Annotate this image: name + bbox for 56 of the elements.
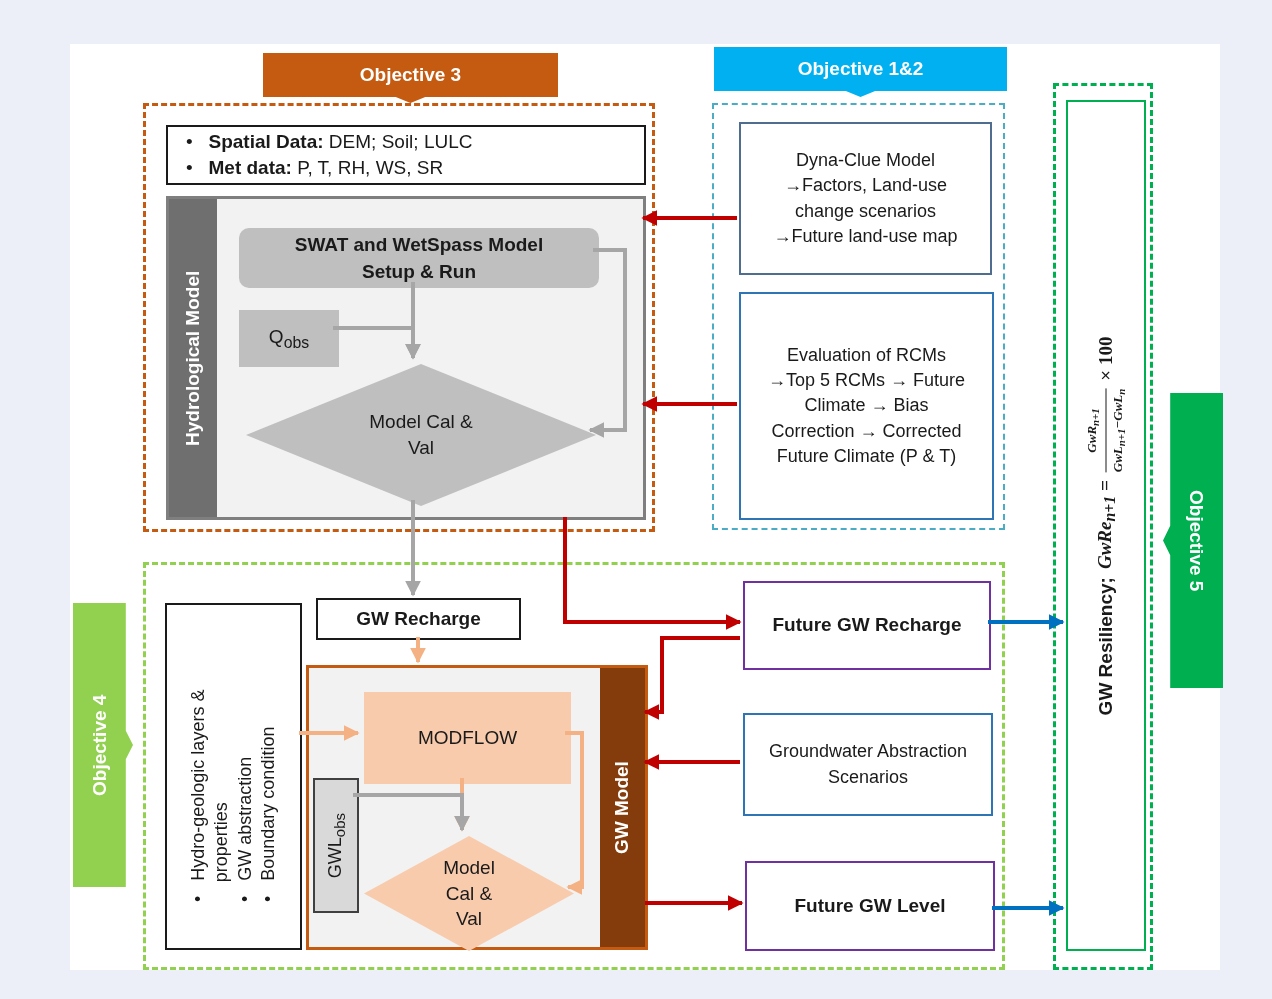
box-label: Model Cal & Val: [442, 856, 496, 932]
box-label: MODFLOW: [417, 725, 518, 750]
bullet-text: • Met data: P, T, RH, WS, SR: [186, 156, 445, 180]
arrow: [988, 614, 1065, 630]
bullet-text: • GW abstraction: [233, 755, 256, 902]
arrow: [641, 210, 737, 226]
input-box: [239, 310, 339, 367]
input-box: [313, 778, 359, 913]
box-label: Evaluation of RCMs →Top 5 RCMs → Future Climate → Bias Correction → Corrected Future Climate (P & T): [766, 344, 967, 468]
output-box: [743, 581, 991, 670]
arrow: [588, 248, 627, 438]
box-label: Dyna-Clue Model →Factors, Land-use change scenarios →Future land-use map: [772, 149, 959, 248]
box-label: Model Cal & Val: [368, 410, 474, 460]
process-box: [739, 122, 992, 275]
data-inputs-box: [166, 125, 646, 185]
arrow: [643, 636, 740, 720]
bullet-text: • Spatial Data: DEM; Soil; LULC: [186, 130, 473, 155]
formula-label: GW Resiliency;: [1093, 576, 1117, 715]
arrow: [645, 895, 744, 911]
arrow: [641, 396, 737, 412]
model-panel: [166, 196, 646, 520]
arrow: [992, 900, 1065, 916]
arrow: [405, 500, 421, 597]
arrow: [563, 517, 742, 630]
box-label: Groundwater Abstraction Scenarios: [768, 740, 968, 789]
model-panel: [306, 665, 648, 950]
process-box: [316, 598, 521, 640]
formula-box: [1066, 100, 1146, 951]
box-label: GW Recharge: [356, 606, 481, 631]
process-box: [739, 292, 994, 520]
arrow: [299, 725, 360, 741]
formula-term: × 100: [1093, 336, 1117, 381]
bullet-text: • Hydro-geologic layers & properties: [186, 688, 233, 902]
box-label: SWAT and WetSpass Model Setup & Run: [293, 233, 545, 284]
arrow: [565, 731, 584, 895]
arrow: [353, 793, 470, 832]
process-box: [743, 713, 993, 816]
box-label: Future GW Level: [794, 893, 946, 918]
bullet-text: • Boundary condition: [256, 725, 279, 902]
objective-banner: Objective 3: [263, 53, 558, 103]
box-label: Q$_{obs}$: [268, 324, 310, 353]
box-label: Future GW Recharge: [772, 613, 962, 638]
side-title-bar: Hydrological Model: [169, 199, 217, 517]
objective-banner: Objective 4: [73, 603, 133, 887]
objective-banner: Objective 1&2: [714, 47, 1007, 97]
decision-diamond: [364, 836, 574, 951]
side-title-bar: GW Model: [600, 668, 645, 947]
process-box: [239, 228, 599, 288]
arrow: [410, 637, 426, 664]
arrow: [333, 326, 421, 360]
data-inputs-box: [165, 603, 302, 950]
objective-banner: Objective 5: [1163, 393, 1223, 688]
arrow: [643, 754, 740, 770]
output-box: [745, 861, 995, 951]
process-box: [364, 692, 571, 784]
decision-diamond: [246, 364, 596, 506]
